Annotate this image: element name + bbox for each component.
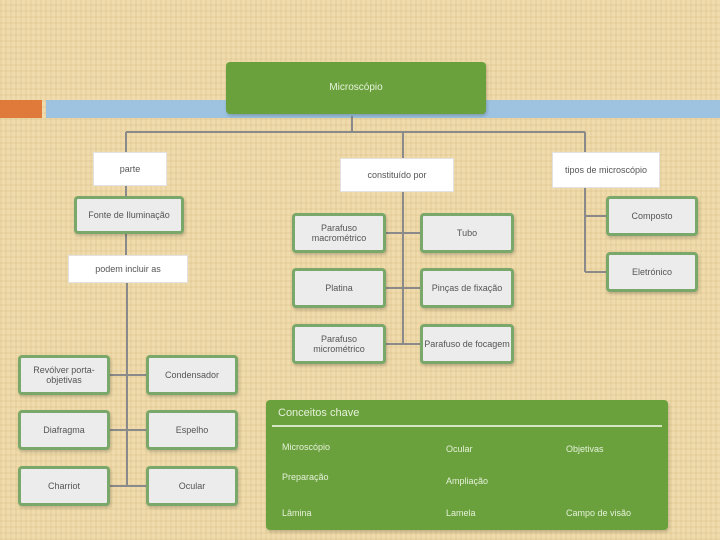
node-espelho: Espelho [146,410,238,450]
node-parafuso-micro: Parafuso micrométrico [292,324,386,364]
node-charriot: Charriot [18,466,110,506]
key-concepts-title: Conceitos chave [278,407,360,419]
root-node: Microscópio [226,62,486,114]
key-concept-item: Lâmina [282,508,312,518]
orange-band [0,100,42,118]
node-fonte-iluminacao: Fonte de Iluminação [74,196,184,234]
node-condensador: Condensador [146,355,238,395]
key-concepts-panel: Conceitos chave Microscópio Ocular Objet… [266,400,668,530]
group-label-podem-incluir: podem incluir as [68,255,188,283]
key-concept-item: Ampliação [446,476,489,486]
key-concept-item: Ocular [446,444,473,454]
node-platina: Platina [292,268,386,308]
branch-label-tipos: tipos de microscópio [552,152,660,188]
node-parafuso-macro: Parafuso macrométrico [292,213,386,253]
node-revolver: Revólver porta-objetivas [18,355,110,395]
node-pincas: Pinças de fixação [420,268,514,308]
key-concept-item: Lamela [446,508,476,518]
key-concept-item: Preparação [282,472,329,482]
node-tubo: Tubo [420,213,514,253]
key-concepts-divider [272,425,662,427]
key-concept-item: Campo de visão [566,508,632,518]
node-diafragma: Diafragma [18,410,110,450]
key-concept-item: Microscópio [282,442,331,452]
node-composto: Composto [606,196,698,236]
branch-label-constituido: constituído por [340,158,454,192]
node-parafuso-focagem: Parafuso de focagem [420,324,514,364]
key-concept-item: Objetivas [566,444,604,454]
node-ocular: Ocular [146,466,238,506]
branch-label-parte: parte [93,152,167,186]
node-eletronico: Eletrónico [606,252,698,292]
